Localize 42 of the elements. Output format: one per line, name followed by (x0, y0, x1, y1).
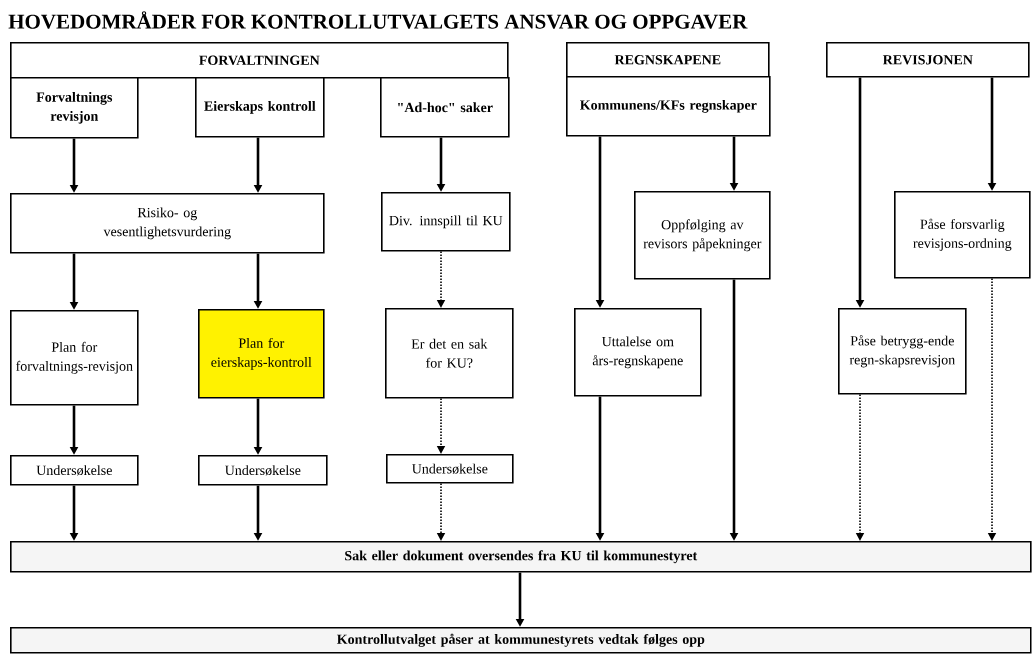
header-box (566, 42, 770, 78)
header-box (826, 42, 1030, 78)
box-text: Div. innspill til KU (389, 215, 503, 229)
category-box (195, 77, 325, 138)
box-text: Plan for eierskaps-kontroll (211, 337, 312, 370)
box-text: Er det en sak for KU? (411, 338, 488, 368)
box-text: Undersøkelse (225, 465, 301, 476)
box-text: Risiko- og vesentlighetsvurdering (103, 207, 231, 240)
box-text: "Ad-hoc" saker (398, 102, 493, 113)
process-box (10, 193, 325, 254)
category-box (566, 76, 771, 137)
box-text: Forvaltnings revisjon (36, 91, 113, 124)
box-text: Påse forsvarlig revisjons-ordning (913, 218, 1012, 251)
process-box (634, 191, 771, 280)
box-text: Påse betrygg-ende regn-skapsrevisjon (849, 335, 955, 368)
process-box (894, 191, 1031, 279)
banner-box (10, 627, 1032, 654)
title: HOVEDOMRÅDER FOR KONTROLLUTVALGETS ANSVAR OG OPPGAVER (8, 11, 748, 29)
box-text: Plan for forvaltnings-revisjon (16, 341, 133, 374)
process-box (10, 455, 139, 486)
banner-box (10, 541, 1032, 573)
process-box (10, 310, 139, 406)
box-text: Uttalelse om års-regnskapene (592, 336, 683, 369)
process-box (574, 308, 702, 397)
box-text: Undersøkelse (412, 463, 488, 474)
process-box (838, 308, 967, 395)
box-text: Kommunens/KFs regnskaper (580, 99, 757, 113)
process-box (198, 309, 325, 399)
process-box (386, 454, 514, 484)
box-text: REGNSKAPENE (614, 55, 721, 65)
box-text: Sak eller dokument oversendes fra KU til kommunestyret (345, 550, 698, 564)
process-box (198, 455, 328, 486)
box-text: REVISJONEN (882, 55, 973, 65)
category-box (10, 77, 139, 139)
box-text: Kontrollutvalget påser at kommunestyrets vedtak følges opp (336, 633, 705, 647)
box-text: Undersøkelse (36, 465, 112, 476)
process-box (385, 308, 514, 399)
box-text: Eierskaps kontroll (204, 100, 316, 114)
box-text: FORVALTNINGEN (199, 55, 320, 66)
category-box (380, 77, 510, 138)
process-box (381, 192, 511, 252)
box-text: Oppfølging av revisors påpekninger (643, 219, 762, 252)
